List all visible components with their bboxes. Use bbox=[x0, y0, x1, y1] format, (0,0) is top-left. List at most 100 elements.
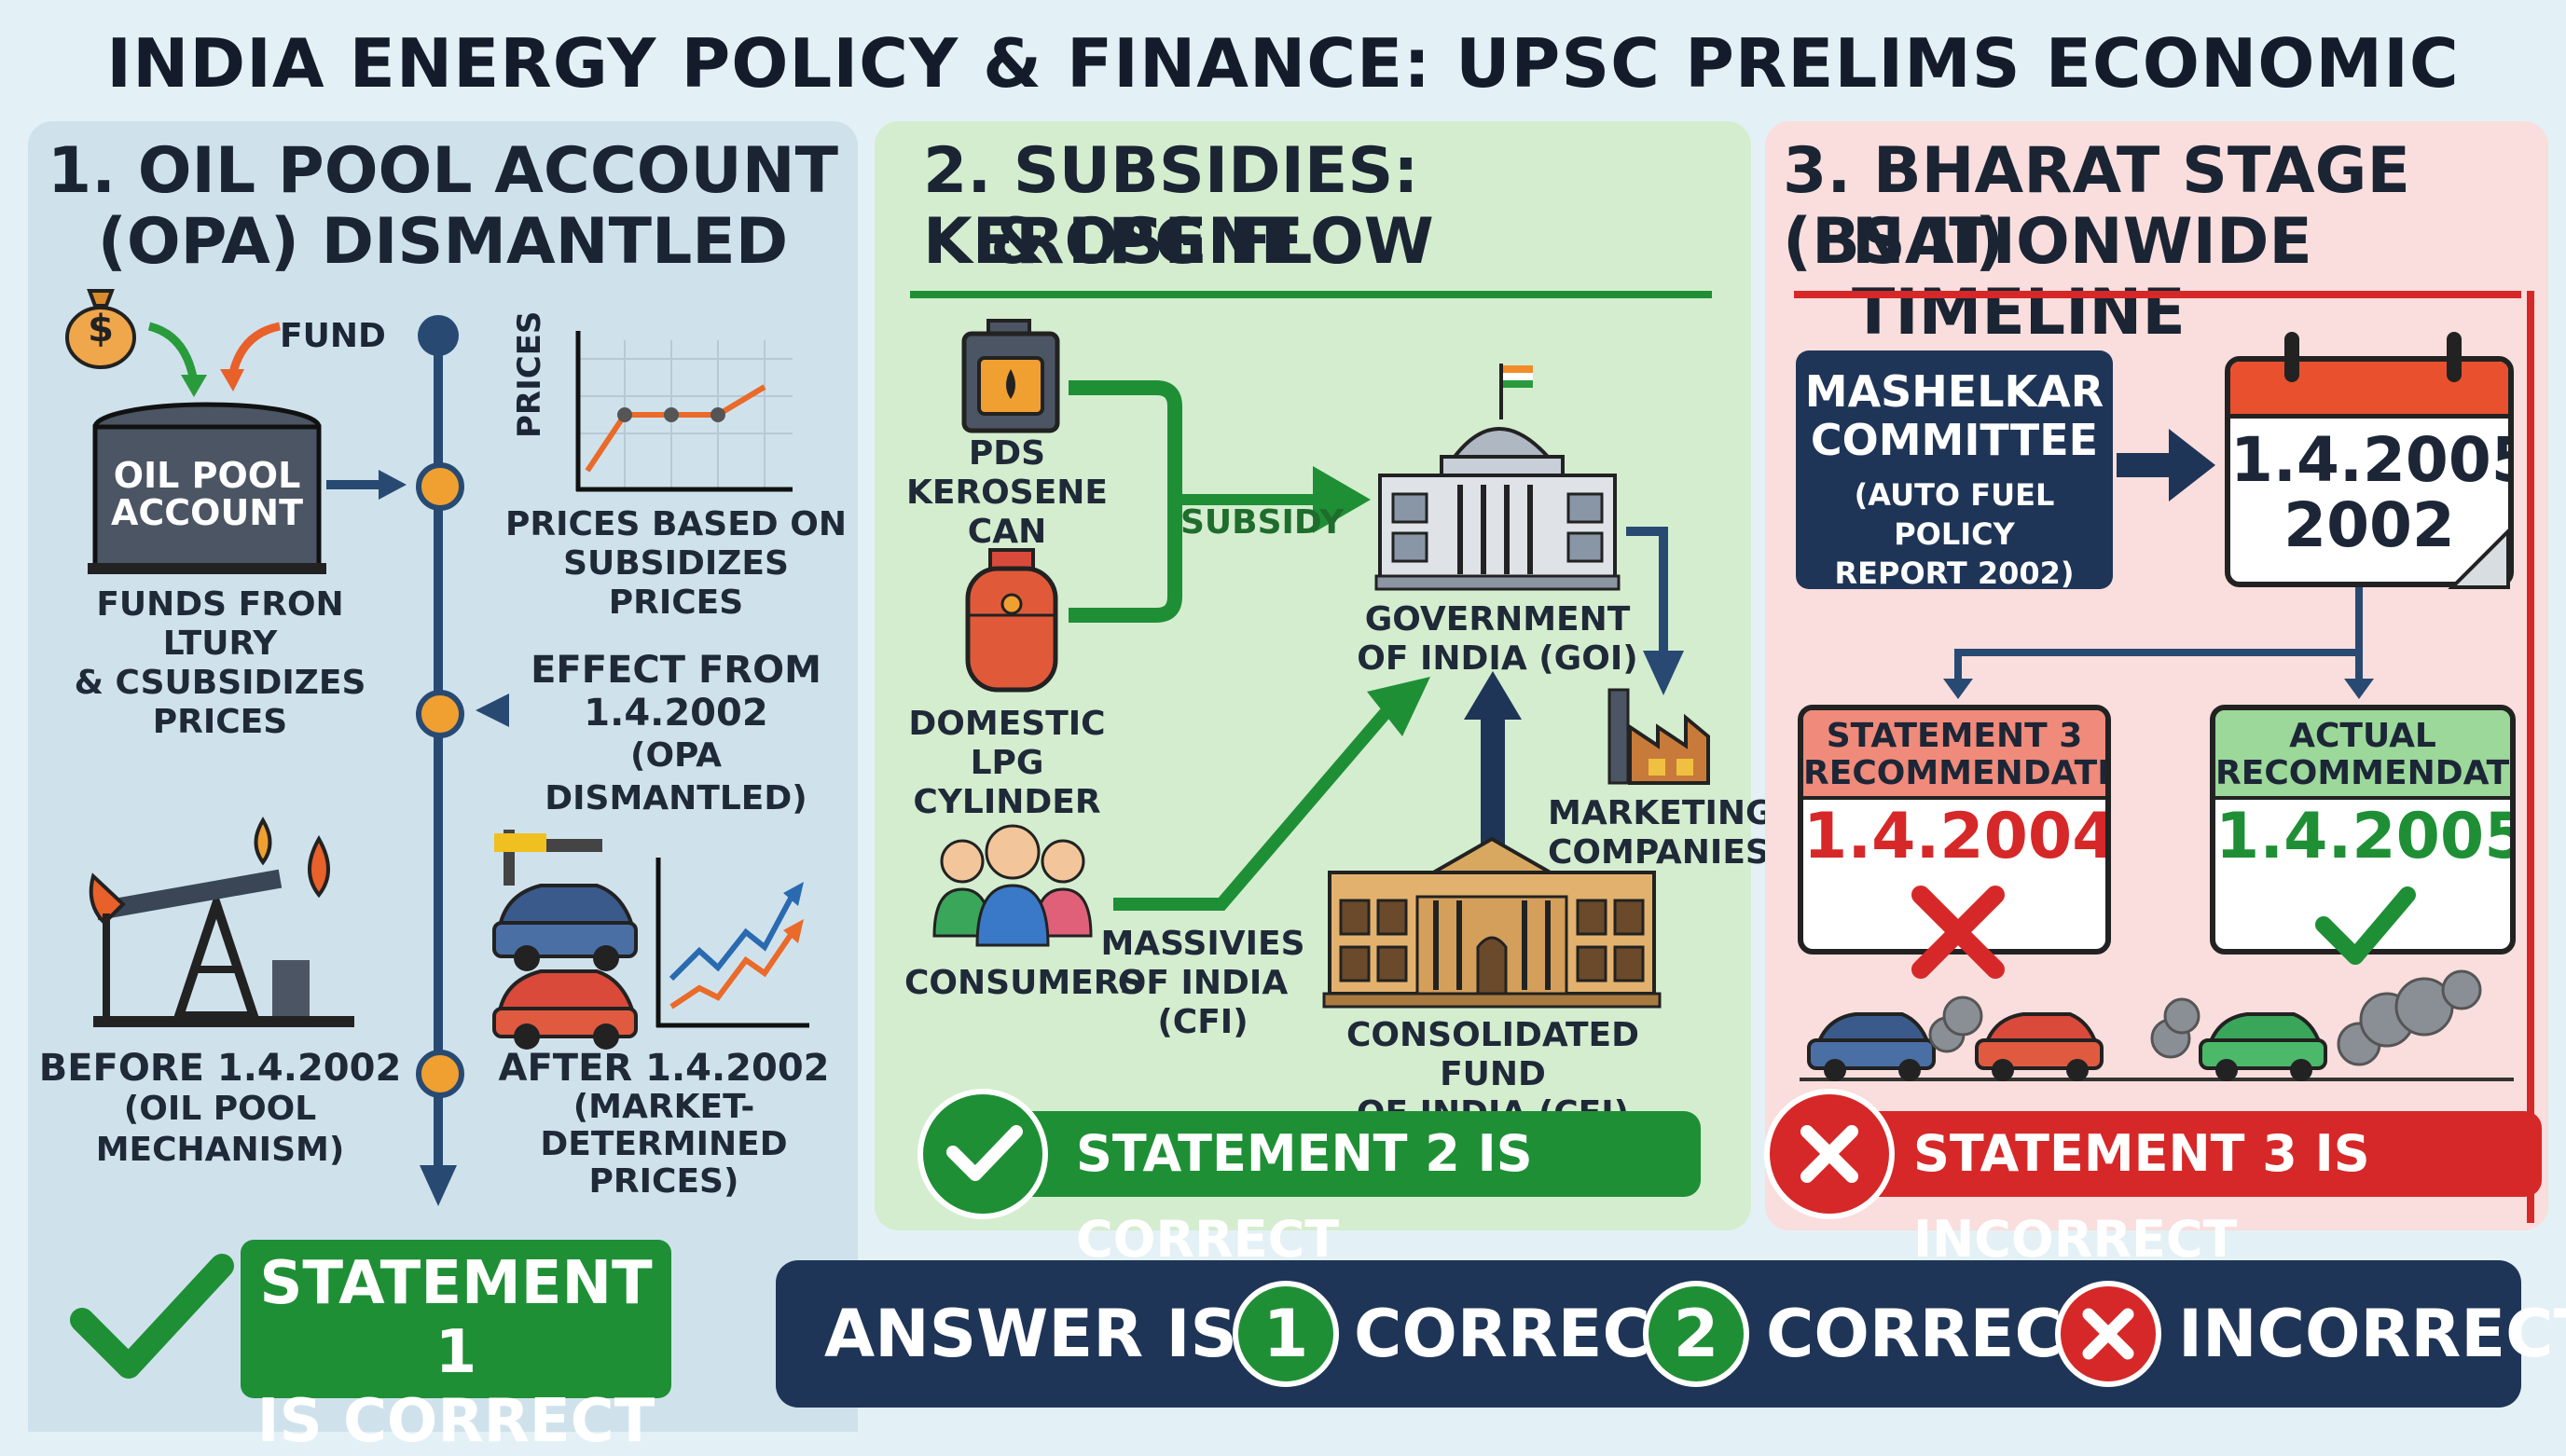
stmt3-date: 1.4.2004 bbox=[1803, 800, 2111, 873]
panel2-divider bbox=[910, 291, 1712, 298]
after-line2: (MARKET-DETERMINED bbox=[540, 1088, 788, 1163]
after-description: AFTER 1.4.2002 (MARKET-DETERMINED PRICES… bbox=[477, 1048, 850, 1201]
actual-date: 1.4.2005 bbox=[2215, 800, 2516, 873]
correct-check-icon bbox=[2315, 886, 2416, 965]
before-line2: (OIL POOL MECHANISM) bbox=[95, 1090, 345, 1169]
actual-line1: ACTUAL bbox=[2289, 717, 2436, 755]
timeline-node-1 bbox=[416, 462, 464, 511]
mashelkar-committee-box: MASHELKAR COMMITTEE (AUTO FUEL POLICY RE… bbox=[1796, 350, 2113, 591]
rising-prices-chart-icon bbox=[655, 858, 809, 1028]
consumers-to-goi-arrow bbox=[1113, 677, 1430, 911]
statement2-verdict-badge: STATEMENT 2 IS CORRECT bbox=[1026, 1111, 1701, 1269]
tank-to-timeline-arrow bbox=[326, 470, 407, 500]
fund-label: FUND bbox=[280, 317, 386, 355]
calendar-rings-icon bbox=[2284, 332, 2462, 382]
consumers-icon bbox=[932, 824, 1093, 947]
cars-icon bbox=[492, 830, 638, 1050]
tank-label-line2: ACCOUNT bbox=[110, 492, 304, 533]
kerosene-line2: KEROSENE bbox=[905, 474, 1109, 512]
committee-line4: REPORT 2002) bbox=[1834, 556, 2075, 591]
consolidated-fund-building-icon bbox=[1322, 836, 1662, 1009]
committee-line3: (AUTO FUEL POLICY bbox=[1854, 477, 2055, 552]
kerosene-line1: PDS bbox=[968, 434, 1046, 473]
panel1-heading-line1: 1. OIL POOL ACCOUNT bbox=[47, 134, 839, 208]
stmt3-line1: STATEMENT 3 bbox=[1826, 717, 2083, 755]
statement3-cross-icon bbox=[1800, 1125, 1858, 1183]
timeline-node-3 bbox=[416, 1050, 464, 1098]
lpg-line2: LPG CYLINDER bbox=[913, 744, 1101, 821]
panel3-heading-line2: NATIONWIDE TIMELINE bbox=[1852, 205, 2312, 350]
lpg-label: DOMESTIC LPG CYLINDER bbox=[876, 705, 1138, 822]
marketing-line2: COMPANIES bbox=[1548, 833, 1770, 872]
check-icon bbox=[70, 1254, 234, 1379]
calendar-header bbox=[2230, 362, 2508, 419]
marketing-companies-label: MARKETING COMPANIES bbox=[1548, 794, 1773, 872]
cfi-to-goi-arrow bbox=[1464, 671, 1522, 856]
prices-chart-icon bbox=[575, 331, 793, 492]
lpg-cylinder-icon bbox=[965, 548, 1058, 693]
answer-label2: CORRECT bbox=[1766, 1296, 2107, 1372]
answer-badge-2: 2 bbox=[1643, 1281, 1749, 1387]
committee-line2: COMMITTEE bbox=[1810, 415, 2099, 465]
massives-label: MASSIVIES OF INDIA (CFI) bbox=[1100, 925, 1305, 1042]
cfi-line1: CONSOLIDATED FUND bbox=[1346, 1016, 1639, 1093]
oil-pool-tank-label: OIL POOL ACCOUNT bbox=[95, 457, 319, 531]
effect-line3: (OPA DISMANTLED) bbox=[545, 736, 807, 817]
prices-description: PRICES BASED ON SUBSIDIZES PRICES bbox=[504, 505, 848, 623]
statement3-recommendation-card: STATEMENT 3 RECOMMENDATION 1.4.2004 bbox=[1798, 705, 2111, 955]
fund-arrows-icon bbox=[147, 322, 282, 397]
funds-line2: & CSUBSIDIZES PRICES bbox=[74, 664, 366, 741]
calendar-line2: 2002 bbox=[2283, 489, 2455, 561]
verdict1-line2: IS CORRECT bbox=[256, 1387, 655, 1456]
subsidy-label: SUBSIDY bbox=[1180, 503, 1345, 542]
traffic-scene-icon bbox=[1800, 969, 2514, 1081]
answer-bar: ANSWER IS A 1 CORRECT 2 CORRECT INCORREC… bbox=[776, 1260, 2566, 1408]
answer-label1: CORRECT bbox=[1354, 1296, 1695, 1372]
panel2-heading-line1: 2. SUBSIDIES: KEROSENE bbox=[923, 134, 1419, 279]
massives-line1: MASSIVIES bbox=[1100, 925, 1305, 963]
funds-line1: FUNDS FRON LTURY bbox=[96, 585, 344, 663]
consumers-label: CONSUMERS bbox=[904, 964, 1144, 1002]
timeline-split-arrows bbox=[1943, 587, 2374, 699]
panel3-divider bbox=[1794, 291, 2521, 298]
answer-badge-1: 1 bbox=[1233, 1281, 1339, 1387]
kerosene-label: PDS KEROSENE CAN bbox=[895, 434, 1119, 552]
factory-icon bbox=[1607, 688, 1710, 785]
oil-tank-icon bbox=[88, 402, 326, 574]
prices-line1: PRICES BASED ON bbox=[505, 505, 847, 543]
after-line1: AFTER 1.4.2002 bbox=[498, 1047, 830, 1090]
effect-pointer-icon bbox=[476, 694, 509, 727]
effect-description: EFFECT FROM 1.4.2002 (OPA DISMANTLED) bbox=[504, 649, 848, 820]
marketing-line1: MARKETING bbox=[1548, 794, 1773, 832]
answer-label3: INCORRECT bbox=[2178, 1296, 2566, 1372]
kerosene-line3: CAN bbox=[967, 513, 1047, 551]
actual-recommendation-card: ACTUAL RECOMMENDATION 1.4.2005 bbox=[2210, 705, 2516, 955]
government-building-icon bbox=[1374, 364, 1621, 591]
funds-description: FUNDS FRON LTURY & CSUBSIDIZES PRICES bbox=[34, 585, 407, 742]
committee-line1: MASHELKAR bbox=[1804, 366, 2104, 417]
statement1-verdict-badge: STATEMENT 1 IS CORRECT bbox=[241, 1240, 671, 1456]
after-line3: PRICES) bbox=[588, 1162, 739, 1201]
calendar-page-curl-icon bbox=[2448, 527, 2510, 589]
calendar-line1: 1.4.2005 bbox=[2230, 424, 2514, 496]
answer-num1: 1 bbox=[1262, 1296, 1309, 1372]
oil-pump-icon bbox=[89, 817, 354, 1027]
actual-line2: RECOMMENDATION bbox=[2215, 754, 2510, 792]
before-line1: BEFORE 1.4.2002 bbox=[38, 1047, 402, 1090]
panel3-heading-line1: 3. BHARAT STAGE (BS II) bbox=[1783, 134, 2410, 279]
goi-line2: OF INDIA (GOI) bbox=[1357, 639, 1638, 678]
panel1-heading-line2: (OPA) DISMANTLED bbox=[97, 205, 789, 279]
incorrect-cross-icon bbox=[1911, 886, 2005, 979]
effect-line2: 1.4.2002 bbox=[584, 692, 768, 735]
money-bag-icon bbox=[65, 289, 136, 369]
goi-label: GOVERNMENT OF INDIA (GOI) bbox=[1339, 600, 1656, 679]
tank-label-line1: OIL POOL bbox=[113, 455, 301, 496]
goi-line1: GOVERNMENT bbox=[1364, 600, 1631, 639]
massives-line3: (CFI) bbox=[1157, 1003, 1249, 1041]
answer-num2: 2 bbox=[1673, 1296, 1719, 1372]
goi-to-marketing-arrow bbox=[1626, 527, 1684, 695]
timeline-node-2 bbox=[416, 690, 464, 738]
actual-header: ACTUAL RECOMMENDATION bbox=[2215, 710, 2510, 800]
massives-line2: OF INDIA bbox=[1117, 964, 1289, 1002]
statement3-header: STATEMENT 3 RECOMMENDATION bbox=[1803, 710, 2105, 800]
